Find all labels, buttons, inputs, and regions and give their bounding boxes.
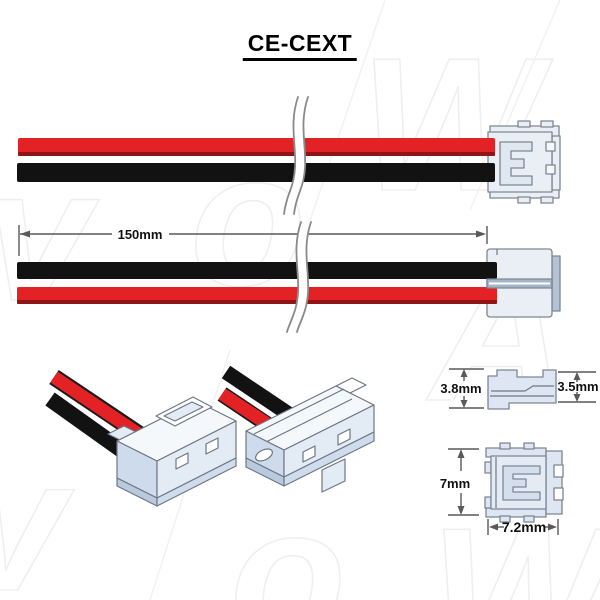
red-wire: [50, 371, 144, 441]
front-latch-notch: [553, 487, 564, 501]
cable-top-wires: [17, 138, 495, 182]
pin-window: [302, 445, 316, 463]
front-bottom-bump: [523, 515, 535, 523]
plug-top-tab: [517, 120, 531, 128]
front-top-bump: [523, 442, 535, 450]
dimension-3-5mm: 3.5mm: [557, 371, 599, 403]
cable-top-view: [17, 92, 561, 219]
pin-window: [205, 437, 219, 455]
dim-arrow-down: [457, 506, 465, 515]
pin-window: [337, 428, 351, 446]
profile-detail-step: [491, 385, 554, 392]
red-wire: [17, 287, 497, 304]
break-eraser: [287, 217, 311, 337]
break-line: [283, 96, 299, 215]
dimension-7-2mm: 7.2mm: [487, 519, 559, 535]
plug-latch-notch: [545, 141, 556, 152]
front-slot: [255, 448, 273, 462]
watermark-letter: v: [0, 419, 75, 600]
front-bottom-bump: [499, 515, 511, 523]
front-left-tab: [484, 461, 492, 474]
dim-arrow-up: [460, 369, 468, 377]
break-mark: [286, 217, 312, 337]
receptacle-mating-strip: [551, 255, 561, 312]
dimension-3-8mm: 3.8mm: [440, 368, 484, 409]
housing-right-flange: [156, 457, 237, 507]
red-wire-shadow: [18, 152, 495, 156]
cable-bottom-view: [17, 217, 561, 337]
dimension-7mm: 7mm: [440, 448, 479, 516]
plug-3d-view: [217, 365, 375, 493]
red-wire-shadow: [17, 300, 497, 304]
plug-bottom-tab: [517, 196, 531, 204]
front-right-panel: [545, 450, 563, 515]
connector-front-dimension-view: 7mm 7.2mm: [440, 442, 564, 535]
latch-window-inner: [163, 401, 204, 422]
top-face-ridge: [253, 388, 345, 435]
page-title: CE-CEXT: [242, 30, 358, 61]
dim-label-front-width: 7.2mm: [502, 519, 546, 535]
receptacle-3d-view: [45, 369, 237, 507]
dim-arrow-left: [20, 230, 30, 238]
black-wire: [17, 262, 497, 279]
connector-side-dimension-view: 3.8mm 3.5mm: [440, 368, 599, 410]
dim-arrow-up: [573, 372, 581, 380]
watermark-letter: o: [230, 469, 346, 600]
housing-right-flange: [283, 431, 375, 487]
break-mark: [283, 92, 309, 219]
break-eraser: [284, 92, 308, 219]
break-line: [286, 221, 302, 333]
black-wire: [17, 163, 495, 182]
red-wire: [18, 138, 495, 156]
plug-connector-side-view: [487, 120, 561, 204]
dim-arrow-left: [489, 523, 498, 531]
dim-label-length: 150mm: [118, 227, 163, 242]
dimension-150mm: 150mm: [18, 225, 488, 256]
front-top-bump: [499, 442, 511, 450]
plug-bottom-tab: [540, 196, 554, 204]
cable-bottom-wires: [17, 262, 497, 304]
dim-arrow-right: [548, 523, 557, 531]
pin-window: [175, 452, 189, 470]
plug-cavity-profile: [499, 141, 533, 186]
break-line: [293, 96, 309, 215]
top-face-ridge: [261, 398, 353, 445]
connector-side-profile: [487, 369, 557, 410]
plug-latch-notch: [545, 164, 556, 175]
dim-label-side-height-left: 3.8mm: [440, 381, 481, 396]
receptacle-band: [486, 278, 553, 289]
front-cavity-profile: [502, 465, 541, 501]
dim-arrow-down: [573, 394, 581, 402]
dim-arrow-down: [460, 400, 468, 408]
break-line: [296, 221, 312, 333]
front-latch-notch: [553, 464, 564, 478]
dim-arrow-right: [476, 230, 486, 238]
front-left-tab: [484, 496, 492, 509]
dim-arrow-up: [457, 449, 465, 458]
dim-label-side-height-right: 3.5mm: [557, 379, 598, 394]
dim-label-front-height: 7mm: [440, 476, 470, 491]
plug-top-tab: [540, 120, 554, 128]
housing-foot: [321, 458, 346, 493]
